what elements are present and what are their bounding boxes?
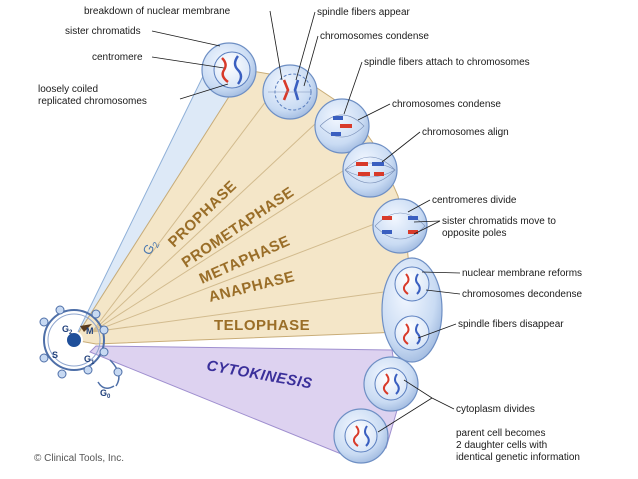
credit-text: © Clinical Tools, Inc. [34,453,124,464]
phase-divider [91,79,283,333]
label-spindle-fibers-disappear: spindle fibers disappear [458,319,564,330]
cell-daughter-top [363,356,419,412]
label-two-daughter-cells: 2 daughter cells with [456,440,547,451]
label-opposite-poles: opposite poles [442,228,507,239]
g2-phase-label: G2 [139,237,161,258]
cell-cycle-wheel [39,305,123,389]
label-loosely-coiled: loosely coiled [38,84,98,95]
cycle-g1-label: G1 [84,354,95,366]
label-identical-genetic-info: identical genetic information [456,452,580,463]
cell-prometaphase [314,98,370,154]
cycle-g2-label: G2 [62,324,73,336]
label-cytoplasm-divides: cytoplasm divides [456,404,535,415]
cell-anaphase [372,198,428,254]
cell-interphase [201,42,257,98]
label-sister-chromatids-move: sister chromatids move to [442,216,556,227]
label-chromosomes-condense-1: chromosomes condense [320,31,429,42]
cycle-s-label: S [52,350,58,360]
phase-divider [91,159,361,333]
phase-divider [91,289,399,333]
label-spindle-fibers-attach: spindle fibers attach to chromosomes [364,57,530,68]
telophase-label: TELOPHASE [214,317,310,334]
cycle-g0-label: G0 [100,388,111,400]
label-chromosomes-align: chromosomes align [422,127,509,138]
leader-lines [151,10,461,433]
cell-telophase [381,257,443,363]
label-chromosomes-condense-2: chromosomes condense [392,99,501,110]
cell-daughter-bottom [333,408,389,464]
label-breakdown-nuclear-membrane: breakdown of nuclear membrane [84,6,231,17]
label-centromeres-divide: centromeres divide [432,195,517,206]
cytokinesis-wedge [89,345,401,461]
cycle-m-label: M [86,326,94,336]
label-parent-cell-becomes: parent cell becomes [456,428,546,439]
cell-prophase [262,64,318,120]
cell-metaphase [342,142,398,198]
label-nuclear-membrane-reforms: nuclear membrane reforms [462,268,582,279]
label-chromosomes-decondense: chromosomes decondense [462,289,583,300]
label-spindle-fibers-appear: spindle fibers appear [317,7,411,18]
label-centromere: centromere [92,52,143,63]
phase-divider [91,109,331,333]
label-replicated-chromosomes: replicated chromosomes [38,96,147,107]
label-sister-chromatids: sister chromatids [65,26,141,37]
phase-divider [91,219,386,333]
